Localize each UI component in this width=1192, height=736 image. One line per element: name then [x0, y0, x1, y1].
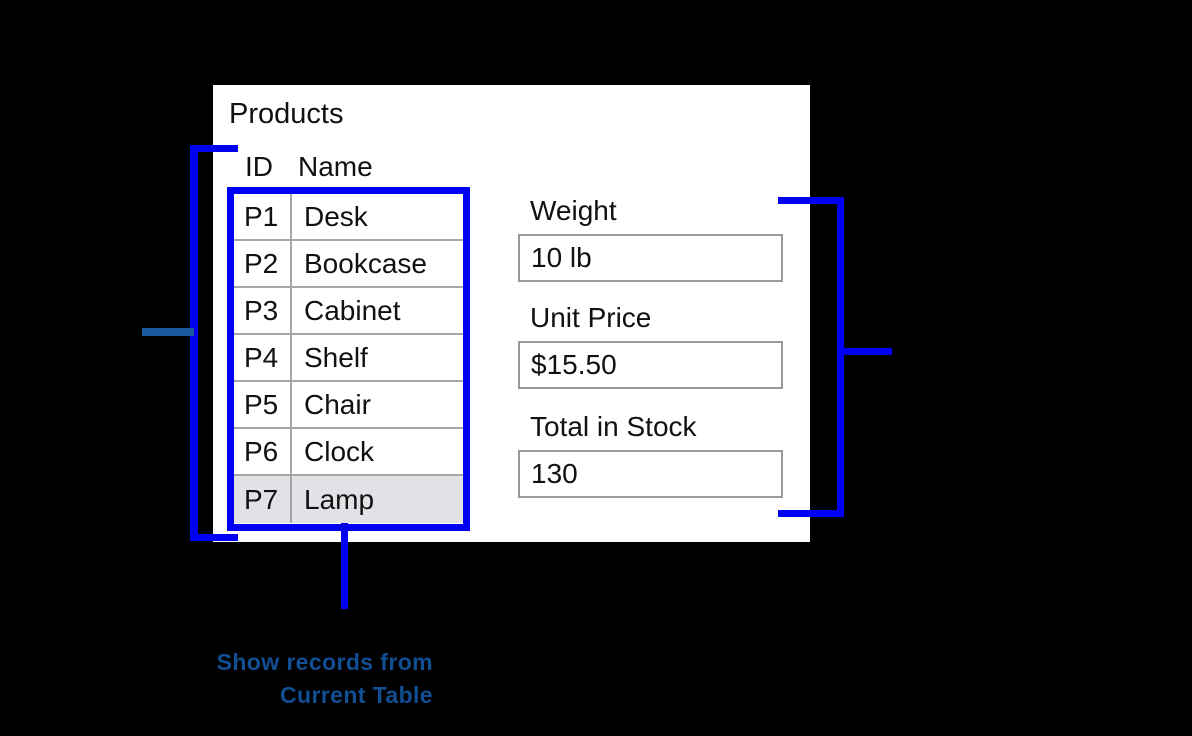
- window-title: Products: [229, 98, 344, 130]
- table-row[interactable]: P6 Clock: [234, 429, 463, 476]
- record-id-cell: P6: [234, 429, 292, 474]
- left-bracket-tick-line: [142, 328, 194, 336]
- records-table: P1 Desk P2 Bookcase P3 Cabinet P4 Shelf …: [227, 187, 470, 531]
- record-name-cell: Desk: [304, 200, 368, 232]
- record-id-cell: P7: [234, 476, 292, 523]
- record-name-cell: Shelf: [304, 341, 368, 373]
- right-bracket-annotation: [778, 197, 844, 517]
- table-row[interactable]: P5 Chair: [234, 382, 463, 429]
- record-id-cell: P1: [234, 194, 292, 239]
- column-header-id: ID: [245, 151, 273, 182]
- record-name-cell: Cabinet: [304, 294, 401, 326]
- total-in-stock-label: Total in Stock: [530, 411, 697, 442]
- callout-caption-line1: Show records from: [216, 649, 433, 675]
- callout-caption: Show records from Current Table: [140, 646, 433, 712]
- weight-input[interactable]: 10 lb: [518, 234, 783, 282]
- column-header-name: Name: [298, 151, 373, 182]
- table-row[interactable]: P2 Bookcase: [234, 241, 463, 288]
- weight-field-group: Weight 10 lb: [518, 193, 783, 282]
- left-bracket-annotation: [190, 145, 238, 541]
- record-name-cell: Chair: [304, 388, 371, 420]
- products-window: Products ID Name P1 Desk P2 Bookcase P3 …: [213, 85, 810, 542]
- right-bracket-tick-line: [843, 348, 892, 355]
- total-in-stock-field-group: Total in Stock 130: [518, 409, 783, 498]
- record-name-cell: Lamp: [304, 483, 375, 515]
- record-id-cell: P5: [234, 382, 292, 427]
- callout-caption-line2: Current Table: [279, 682, 433, 708]
- table-row-selected[interactable]: P7 Lamp: [234, 476, 463, 523]
- unit-price-field-group: Unit Price $15.50: [518, 300, 783, 389]
- record-id-cell: P3: [234, 288, 292, 333]
- unit-price-label: Unit Price: [530, 302, 652, 333]
- total-in-stock-input[interactable]: 130: [518, 450, 783, 498]
- table-row[interactable]: P4 Shelf: [234, 335, 463, 382]
- record-name-cell: Bookcase: [304, 247, 427, 279]
- table-row[interactable]: P3 Cabinet: [234, 288, 463, 335]
- record-name-cell: Clock: [304, 435, 375, 467]
- record-id-cell: P4: [234, 335, 292, 380]
- record-id-cell: P2: [234, 241, 292, 286]
- unit-price-input[interactable]: $15.50: [518, 341, 783, 389]
- weight-label: Weight: [530, 195, 617, 226]
- table-row[interactable]: P1 Desk: [234, 194, 463, 241]
- callout-connector-line: [341, 523, 348, 609]
